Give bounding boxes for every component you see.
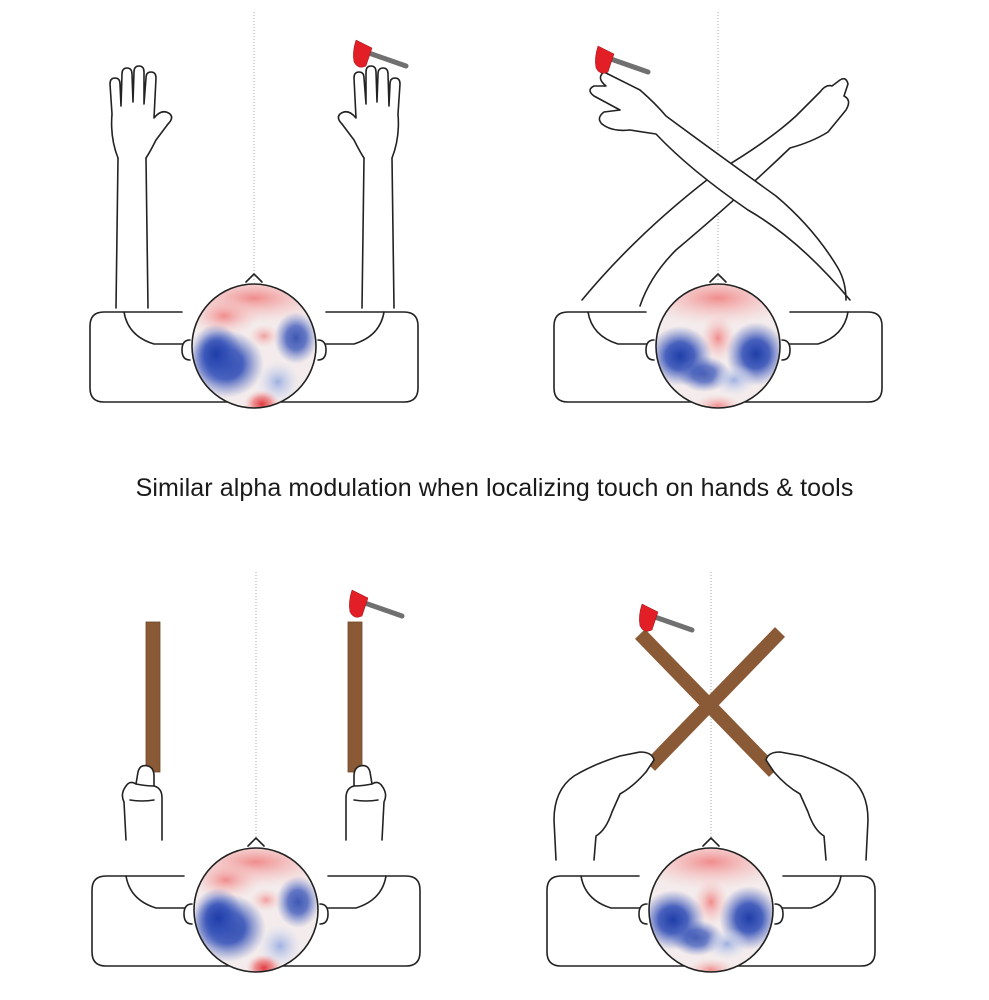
tool-stick-icon (145, 621, 161, 773)
right-arm (337, 65, 401, 309)
tap-hammer-icon (353, 40, 406, 67)
tool-stick-icon (644, 627, 786, 771)
tool-stick-icon (347, 621, 363, 773)
tap-hammer-icon (639, 604, 692, 631)
left-hand (121, 764, 163, 841)
left-hand (553, 751, 655, 861)
panel-tools-uncrossed (91, 590, 421, 982)
left-arm (109, 65, 173, 309)
left-arm-crossed (589, 71, 851, 301)
right-hand (345, 764, 387, 841)
tap-hammer-icon (349, 590, 402, 617)
panel-tools-crossed (546, 604, 876, 982)
panel-hands-crossed (553, 46, 883, 418)
right-hand (765, 751, 869, 861)
tap-hammer-icon (595, 46, 648, 73)
figure-caption: Similar alpha modulation when localizing… (135, 474, 854, 502)
